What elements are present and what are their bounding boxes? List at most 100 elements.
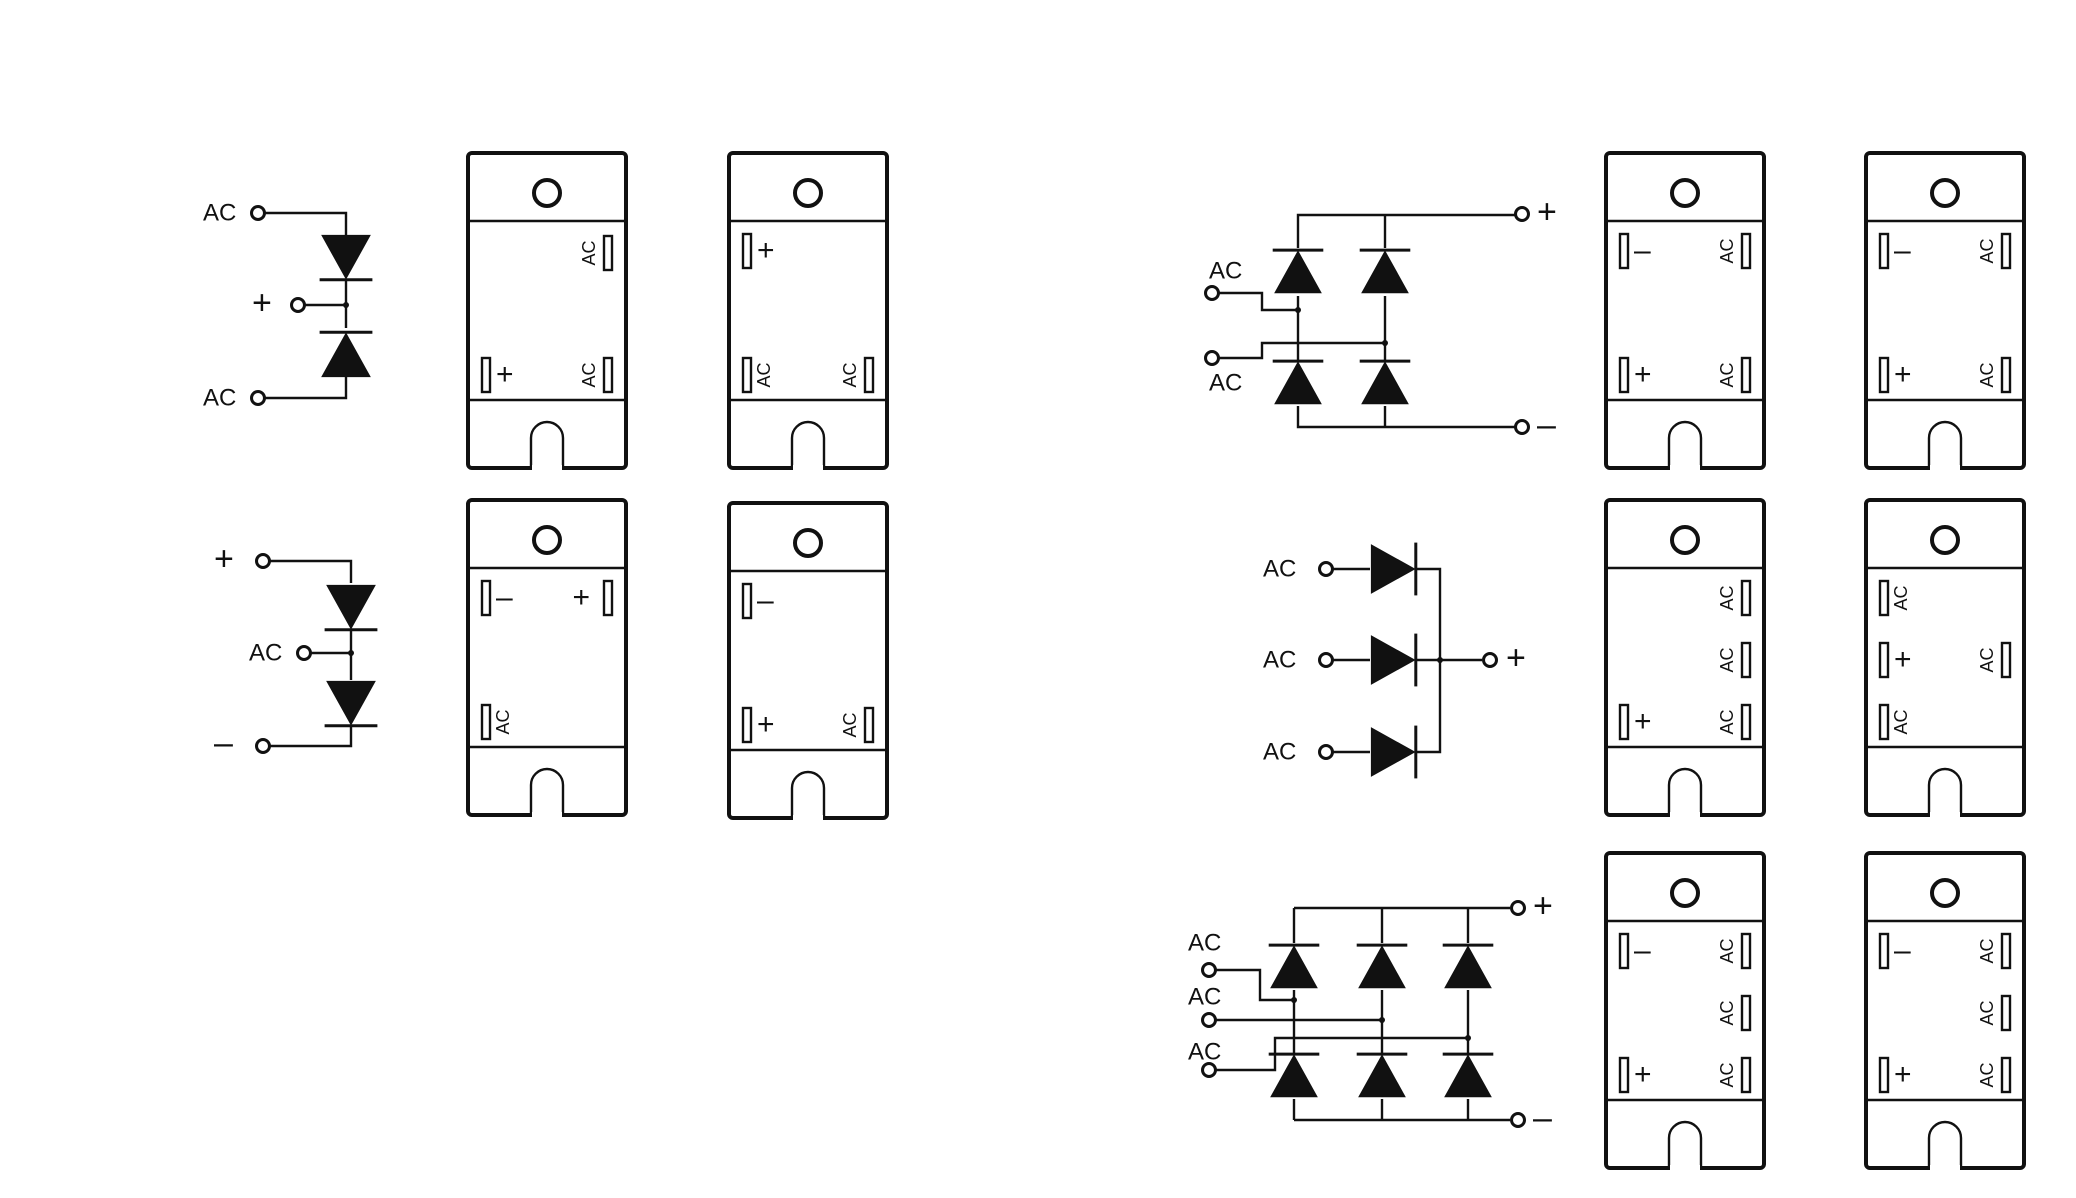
mounting-slot-icon [1920, 767, 1963, 817]
diode-triangle [1370, 544, 1416, 594]
pin-terminal [741, 706, 753, 744]
diode-symbol [324, 680, 378, 728]
diode-symbol [1268, 1052, 1320, 1098]
terminal-label: + [1506, 639, 1526, 677]
terminal-circle [1318, 744, 1334, 760]
pin-terminal [602, 356, 614, 394]
pin-label: AC [1717, 938, 1737, 963]
pin-terminal [1740, 703, 1752, 741]
diode-symbol [1359, 359, 1411, 405]
diode-symbol [1268, 943, 1320, 989]
pin-terminal [1878, 1056, 1890, 1094]
pin-label: AC [1717, 647, 1737, 672]
pin-terminal [1740, 232, 1752, 270]
mounting-slot-icon [783, 420, 826, 470]
diode-symbol [1272, 248, 1324, 294]
terminal-label: + [1533, 887, 1553, 925]
diode-triangle [1358, 945, 1406, 989]
mounting-hole-icon [1930, 525, 1960, 555]
terminal-circle [1204, 285, 1220, 301]
pin-label: + [1894, 358, 1912, 391]
mounting-hole-icon [1670, 525, 1700, 555]
terminal-circle [1514, 206, 1530, 222]
mounting-slot-icon [783, 770, 826, 820]
terminal-circle [1201, 1062, 1217, 1078]
pin-terminal [1740, 641, 1752, 679]
terminal-circle [255, 553, 271, 569]
package-pkg-2b: –+AC [727, 501, 889, 821]
terminal-circle [255, 738, 271, 754]
diode-symbol [319, 234, 373, 282]
terminal-label: AC [1209, 369, 1242, 396]
terminal-label: AC [1188, 1038, 1221, 1065]
terminal-label: AC [1263, 646, 1296, 673]
pin-label: – [1894, 934, 1911, 967]
pin-terminal [2000, 1056, 2012, 1094]
mounting-slot-icon [1920, 420, 1963, 470]
diode-symbol [1359, 248, 1411, 294]
pin-label: AC [1891, 709, 1911, 734]
pin-terminal [1878, 356, 1890, 394]
pin-terminal [1740, 356, 1752, 394]
pin-label: + [1634, 705, 1652, 738]
pin-label: + [1894, 1058, 1912, 1091]
pin-label: AC [1977, 938, 1997, 963]
terminal-label: AC [1263, 738, 1296, 765]
pin-label: + [572, 581, 590, 614]
pin-terminal [1740, 994, 1752, 1032]
pin-label: AC [1717, 238, 1737, 263]
pin-terminal [741, 356, 753, 394]
diode-symbol [1356, 943, 1408, 989]
terminal-circle [296, 645, 312, 661]
terminal-label: AC [203, 384, 236, 411]
mounting-hole-icon [1670, 178, 1700, 208]
wire [270, 559, 353, 583]
wire [265, 211, 348, 235]
mounting-hole-icon [793, 528, 823, 558]
pin-label: + [1894, 643, 1912, 676]
diode-symbol [1370, 725, 1418, 779]
pin-label: – [496, 581, 513, 614]
pin-terminal [1740, 932, 1752, 970]
pin-terminal [602, 579, 614, 617]
pin-label: – [1634, 234, 1651, 267]
diode-symbol [319, 330, 373, 378]
package-pkg-3a: –AC+AC [1604, 151, 1766, 471]
diode-triangle [1274, 361, 1322, 405]
diode-triangle [1274, 250, 1322, 294]
pin-terminal [2000, 994, 2012, 1032]
terminal-circle [1510, 900, 1526, 916]
mounting-slot-icon [522, 767, 565, 817]
terminal-circle [1201, 962, 1217, 978]
diode-symbol [1272, 359, 1324, 405]
pin-label: AC [1977, 362, 1997, 387]
diode-triangle [1370, 635, 1416, 685]
pin-terminal [1878, 232, 1890, 270]
terminal-label: + [252, 284, 272, 322]
diode-symbol [1442, 1052, 1494, 1098]
pin-terminal [863, 356, 875, 394]
terminal-label: – [1533, 1099, 1552, 1137]
pin-label: AC [1977, 647, 1997, 672]
diode-triangle [321, 332, 371, 378]
pin-label: AC [1717, 709, 1737, 734]
wire [265, 377, 348, 400]
pin-label: AC [1717, 1062, 1737, 1087]
junction-dot [1437, 657, 1443, 663]
terminal-circle [250, 390, 266, 406]
pin-terminal [1740, 579, 1752, 617]
terminal-label: + [214, 540, 234, 578]
pin-label: AC [1977, 1062, 1997, 1087]
diode-triangle [1444, 1054, 1492, 1098]
pin-label: + [757, 708, 775, 741]
pin-label: AC [579, 362, 599, 387]
diode-triangle [1444, 945, 1492, 989]
pin-terminal [1740, 1056, 1752, 1094]
pin-terminal [1618, 932, 1630, 970]
diode-triangle [1361, 361, 1409, 405]
